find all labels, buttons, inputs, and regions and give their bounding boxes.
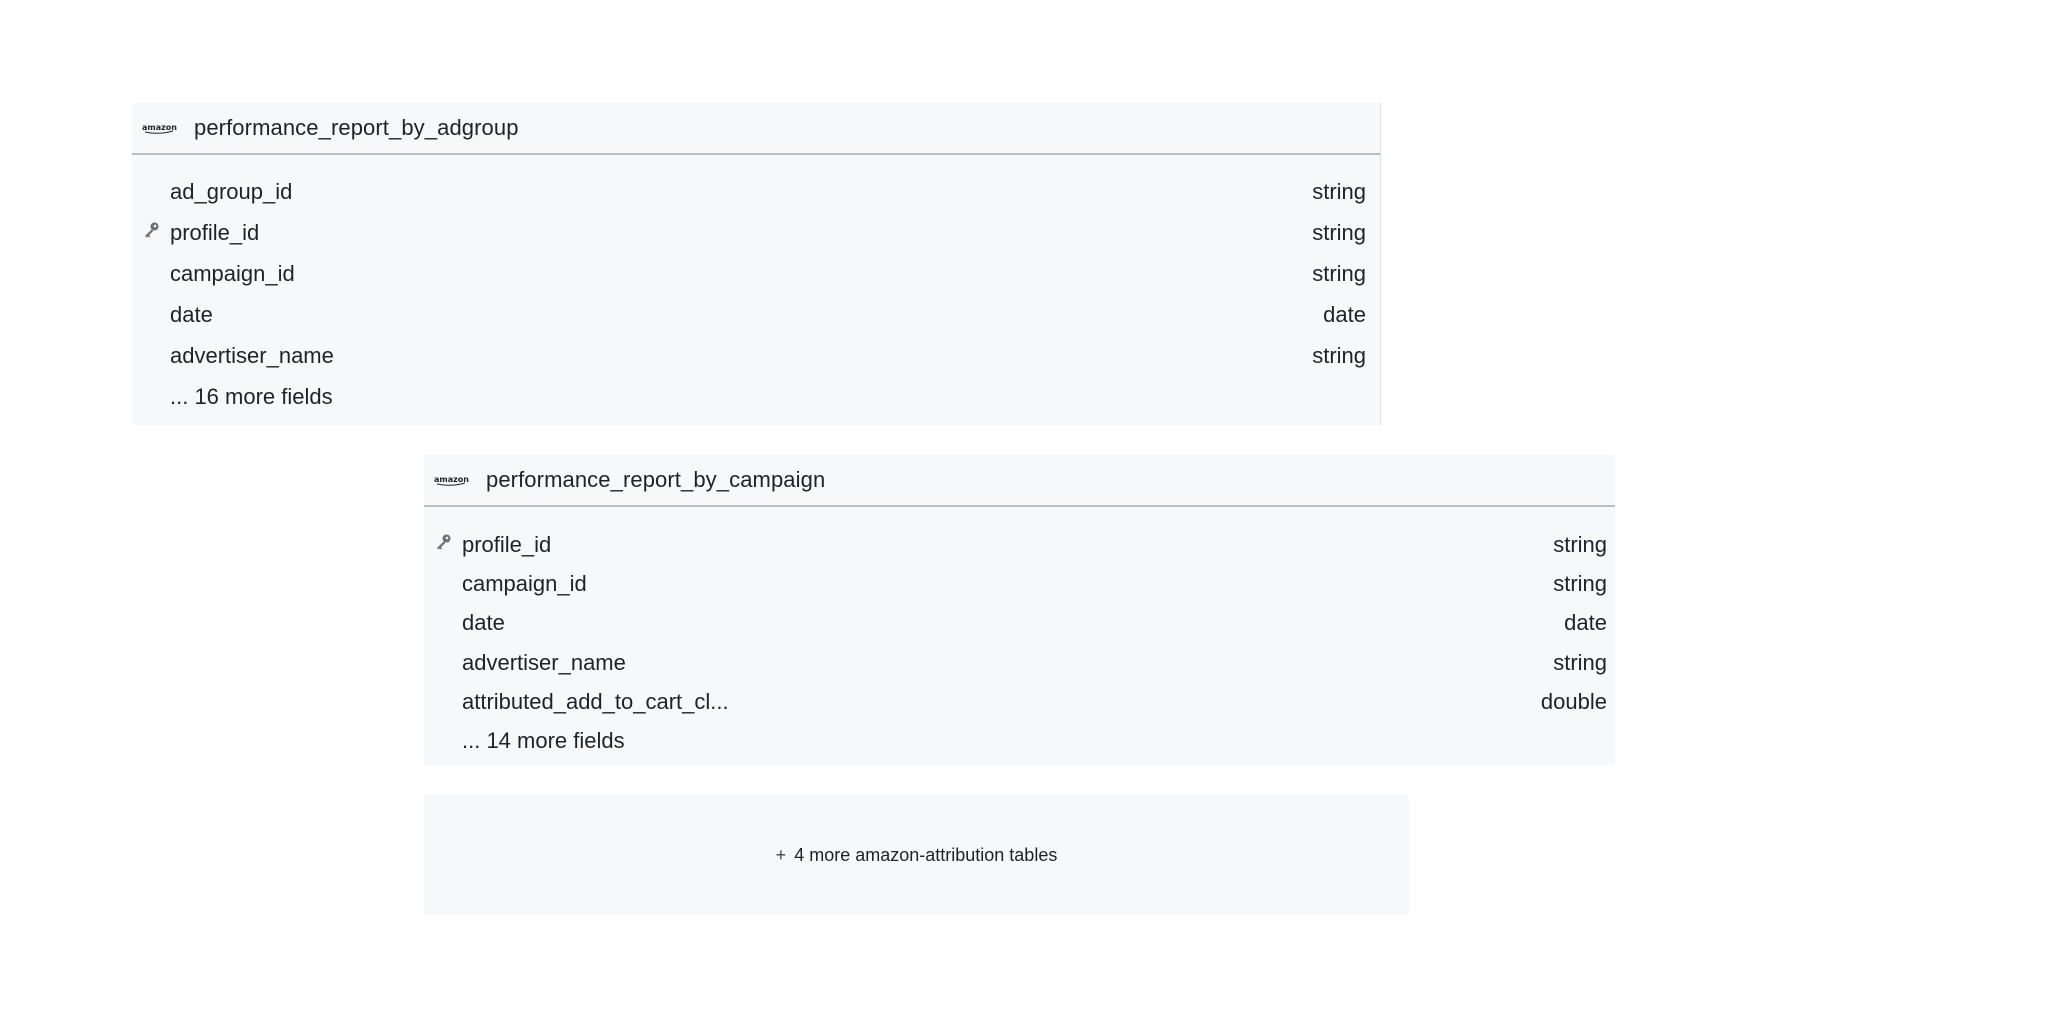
field-name: campaign_id	[170, 260, 295, 286]
plus-icon: +	[775, 844, 787, 865]
field-name: advertiser_name	[170, 342, 334, 368]
field-type: date	[1323, 301, 1366, 327]
field-row[interactable]: date date	[424, 604, 1615, 643]
field-type: string	[1312, 260, 1366, 286]
table-card-adgroup[interactable]: amazon performance_report_by_adgroup ad_…	[132, 103, 1381, 425]
more-fields-row[interactable]: ... 16 more fields	[132, 376, 1380, 417]
field-name: campaign_id	[462, 570, 587, 596]
more-fields-label[interactable]: ... 14 more fields	[462, 728, 625, 754]
field-name: date	[462, 610, 505, 636]
field-row[interactable]: advertiser_name string	[132, 335, 1380, 376]
field-name: attributed_add_to_cart_cl...	[462, 688, 729, 714]
amazon-logo-icon: amazon	[434, 473, 474, 487]
field-row[interactable]: advertiser_name string	[424, 643, 1615, 682]
field-row[interactable]: ad_group_id string	[132, 171, 1380, 212]
field-list: profile_id string campaign_id string dat…	[424, 507, 1615, 761]
field-row[interactable]: campaign_id string	[424, 564, 1615, 603]
more-fields-label[interactable]: ... 16 more fields	[170, 383, 333, 409]
field-type: string	[1312, 342, 1366, 368]
field-row[interactable]: profile_id string	[424, 525, 1615, 564]
field-name: ad_group_id	[170, 178, 293, 204]
field-name: profile_id	[170, 219, 260, 245]
table-card-campaign[interactable]: amazon performance_report_by_campaign	[424, 455, 1615, 765]
field-type: string	[1312, 178, 1366, 204]
primary-key-icon	[434, 533, 452, 556]
field-row[interactable]: campaign_id string	[132, 253, 1380, 294]
field-type: date	[1564, 610, 1607, 636]
svg-text:amazon: amazon	[434, 475, 469, 484]
key-slot	[424, 533, 462, 556]
field-type: string	[1312, 219, 1366, 245]
field-row[interactable]: profile_id string	[132, 212, 1380, 253]
field-type: string	[1553, 531, 1607, 557]
more-tables-label: 4 more amazon-attribution tables	[794, 844, 1058, 865]
more-tables-card: + 4 more amazon-attribution tables	[424, 795, 1409, 915]
amazon-logo-icon: amazon	[142, 121, 182, 135]
table-card-header[interactable]: amazon performance_report_by_campaign	[424, 455, 1615, 507]
more-fields-row[interactable]: ... 14 more fields	[424, 721, 1615, 760]
table-title: performance_report_by_campaign	[486, 467, 826, 492]
primary-key-icon	[142, 221, 160, 244]
field-row[interactable]: attributed_add_to_cart_cl... double	[424, 682, 1615, 721]
field-type: string	[1553, 570, 1607, 596]
field-list: ad_group_id string profile_id string	[132, 155, 1380, 417]
svg-text:amazon: amazon	[142, 123, 177, 132]
field-type: string	[1553, 649, 1607, 675]
more-tables-button[interactable]: + 4 more amazon-attribution tables	[776, 845, 1058, 866]
key-slot	[132, 221, 170, 244]
field-name: profile_id	[462, 531, 552, 557]
table-card-header[interactable]: amazon performance_report_by_adgroup	[132, 103, 1380, 155]
field-type: double	[1540, 688, 1607, 714]
field-row[interactable]: date date	[132, 294, 1380, 335]
table-title: performance_report_by_adgroup	[194, 115, 519, 140]
field-name: date	[170, 301, 213, 327]
field-name: advertiser_name	[462, 649, 626, 675]
